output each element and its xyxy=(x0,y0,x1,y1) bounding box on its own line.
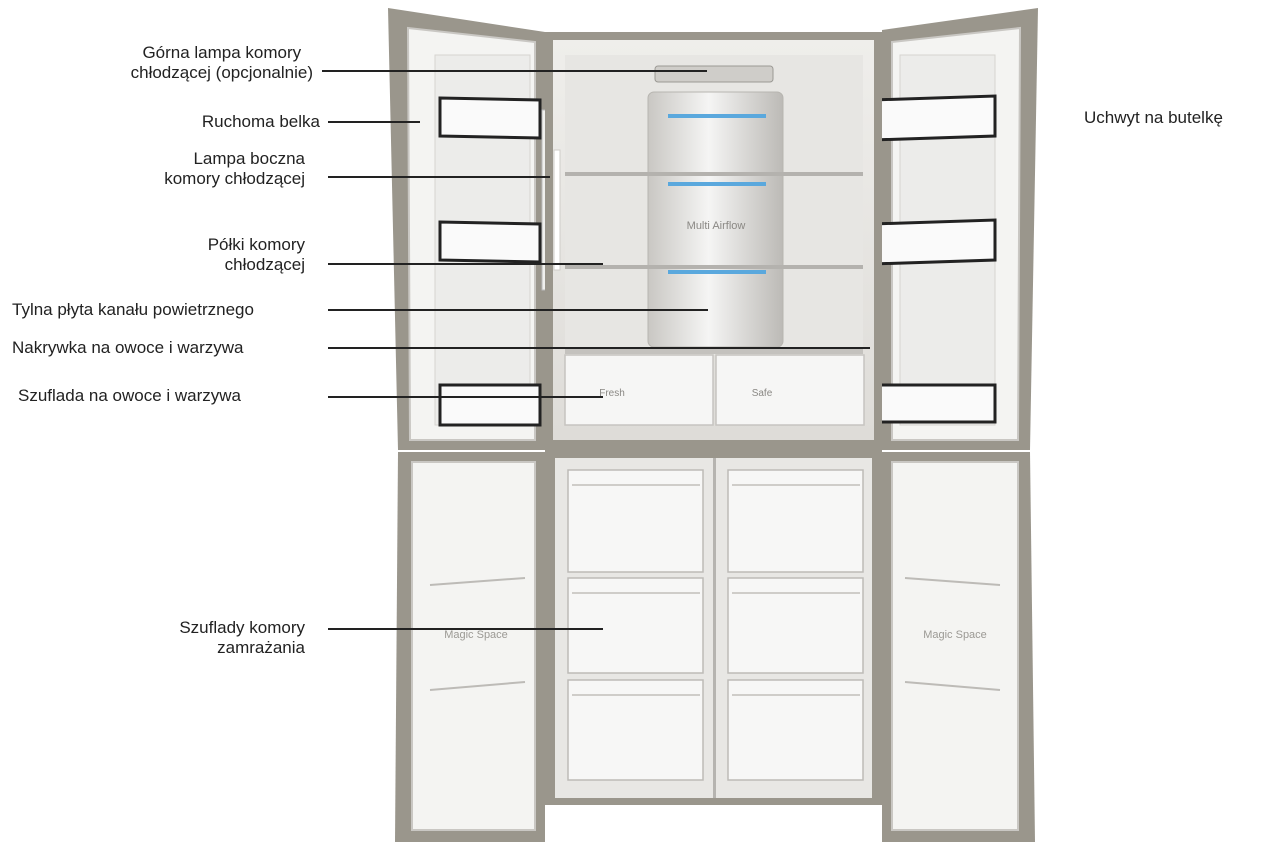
leader-side-lamp xyxy=(328,176,550,178)
crisper-cover xyxy=(565,348,863,354)
label-fridge-shelves-line2: chłodzącej xyxy=(224,255,305,274)
label-crisper-drawer: Szuflada na owoce i warzywa xyxy=(18,386,242,405)
freezer-drawers xyxy=(567,469,864,781)
label-upper-lamp: Górna lampa komory chłodzącej (opcjonaln… xyxy=(131,43,313,83)
label-side-lamp: Lampa boczna komory chłodzącej xyxy=(164,149,305,189)
crisper-left-text: Fresh xyxy=(599,388,625,399)
label-upper-lamp-line1: Górna lampa komory xyxy=(142,43,302,62)
bottle-holder xyxy=(870,94,997,424)
label-air-duct-plate: Tylna płyta kanału powietrznego xyxy=(12,300,254,319)
leader-movable-beam xyxy=(328,121,420,123)
label-side-lamp-line2: komory chłodzącej xyxy=(164,169,305,188)
label-crisper-cover: Nakrywka na owoce i warzywa xyxy=(12,338,244,357)
leader-freezer-drawers xyxy=(328,628,603,630)
label-freezer-drawers-line2: zamrażania xyxy=(217,638,305,657)
crisper-right-text: Safe xyxy=(752,388,773,399)
fridge-shelves xyxy=(565,172,863,269)
right-door-text: Magic Space xyxy=(923,629,987,641)
leader-crisper-drawer xyxy=(328,396,603,398)
label-side-lamp-line1: Lampa boczna xyxy=(193,149,305,168)
label-fridge-shelves: Półki komory chłodzącej xyxy=(208,235,305,275)
leader-air-duct-plate xyxy=(328,309,708,311)
leader-upper-lamp xyxy=(322,70,707,72)
label-fridge-shelves-line1: Półki komory xyxy=(207,235,305,254)
label-freezer-drawers: Szuflady komory zamrażania xyxy=(179,618,305,658)
crisper-drawer xyxy=(564,354,865,426)
panel-text: Multi Airflow xyxy=(687,220,746,232)
left-door-text: Magic Space xyxy=(444,629,508,641)
label-bottle-holder: Uchwyt na butelkę xyxy=(1084,108,1223,127)
leader-crisper-cover xyxy=(328,347,870,349)
right-freezer-door xyxy=(882,452,1035,842)
upper-lamp xyxy=(654,65,774,83)
label-movable-beam: Ruchoma belka xyxy=(201,112,320,131)
label-upper-lamp-line2: chłodzącej (opcjonalnie) xyxy=(130,63,313,82)
leader-fridge-shelves xyxy=(328,263,603,265)
left-door-bins xyxy=(438,96,542,427)
freezer-drawer-fronts xyxy=(572,484,860,696)
label-freezer-drawers-line1: Szuflady komory xyxy=(179,618,305,637)
side-lamp xyxy=(553,149,561,271)
left-freezer-door xyxy=(395,452,545,842)
air-duct-plate xyxy=(647,91,784,348)
